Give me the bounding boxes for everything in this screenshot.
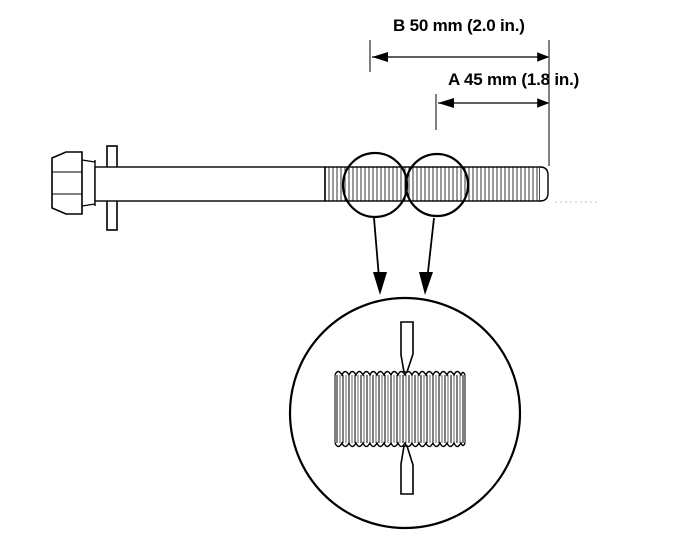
bolt: [51, 145, 600, 231]
dimension-b-arrowhead-left: [372, 52, 388, 62]
bolt-head: [51, 151, 96, 215]
dimension-a-arrowhead-left: [438, 98, 454, 108]
dimension-a: [435, 94, 550, 130]
inspection-circle-a: [404, 152, 470, 218]
dimension-a-label: A 45 mm (1.8 in.): [448, 70, 580, 89]
dimension-b: [369, 40, 550, 72]
pointer-arrows: [373, 217, 435, 295]
bolt-shank: [94, 166, 326, 202]
caliper-jaw-bottom: [400, 445, 414, 495]
dimension-b-label: B 50 mm (2.0 in.): [393, 16, 525, 35]
caliper-jaw-top: [400, 321, 414, 373]
magnified-thread-detail: [288, 296, 522, 530]
bolt-tip: [539, 166, 549, 202]
thread-crest-bottom: [334, 441, 466, 448]
bolt-thread: [324, 166, 541, 202]
thread-crest-top: [334, 370, 466, 377]
